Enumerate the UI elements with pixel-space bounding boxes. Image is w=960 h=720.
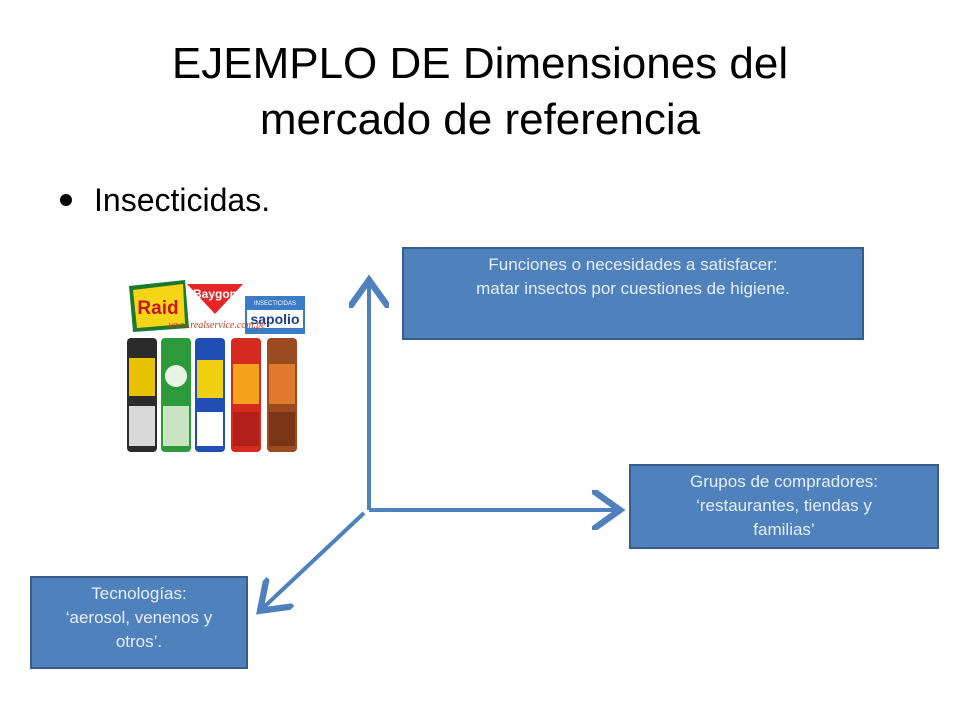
can-sapolio-brown xyxy=(267,338,297,452)
slide-title-line-1: EJEMPLO DE Dimensiones del xyxy=(171,39,789,88)
functions-box-line-2: matar insectos por cuestiones de higiene… xyxy=(476,279,790,298)
can-raid-max xyxy=(127,338,157,452)
slide-title-line-2: mercado de referencia xyxy=(259,95,701,144)
sapolio-logo: INSECTICIDAS sapolio xyxy=(245,296,305,334)
bullet-dot-icon xyxy=(60,194,72,206)
baygon-logo: Baygon xyxy=(187,284,243,314)
can-baygon xyxy=(161,338,191,452)
can-sapolio-red xyxy=(231,338,261,452)
raid-logo-text: Raid xyxy=(137,298,178,319)
raid-logo: Raid xyxy=(129,280,189,332)
technologies-box-line-3: otros’. xyxy=(115,632,163,651)
functions-box: Funciones o necesidades a satisfacer: ma… xyxy=(402,247,864,340)
buyers-box-line-2: ‘restaurantes, tiendas y xyxy=(696,496,872,515)
insecticide-products-image: Raid Baygon INSECTICIDAS sapolio www.rea… xyxy=(127,280,305,452)
watermark-text: www.realservice.com.pe xyxy=(169,320,266,331)
buyers-box: Grupos de compradores: ‘restaurantes, ti… xyxy=(629,464,939,549)
bullet-item: Insecticidas. xyxy=(60,178,270,222)
diagonal-arrow-technologies xyxy=(263,511,366,608)
buyers-box-line-3: familias’ xyxy=(753,520,815,539)
bullet-text: Insecticidas. xyxy=(94,182,271,218)
technologies-box-line-2: ‘aerosol, venenos y xyxy=(65,608,213,627)
technologies-box-line-1: Tecnologías: xyxy=(91,584,187,603)
functions-box-line-1: Funciones o necesidades a satisfacer: xyxy=(488,255,778,274)
sapolio-logo-text: sapolio xyxy=(250,311,299,327)
can-raid-blue xyxy=(195,338,225,452)
baygon-logo-text: Baygon xyxy=(193,287,237,301)
buyers-box-line-1: Grupos de compradores: xyxy=(689,472,879,491)
slide-title: EJEMPLO DE Dimensiones del mercado de re… xyxy=(80,36,880,148)
technologies-box: Tecnologías: ‘aerosol, venenos y otros’. xyxy=(30,576,248,669)
sapolio-banner-text: INSECTICIDAS xyxy=(254,301,296,307)
